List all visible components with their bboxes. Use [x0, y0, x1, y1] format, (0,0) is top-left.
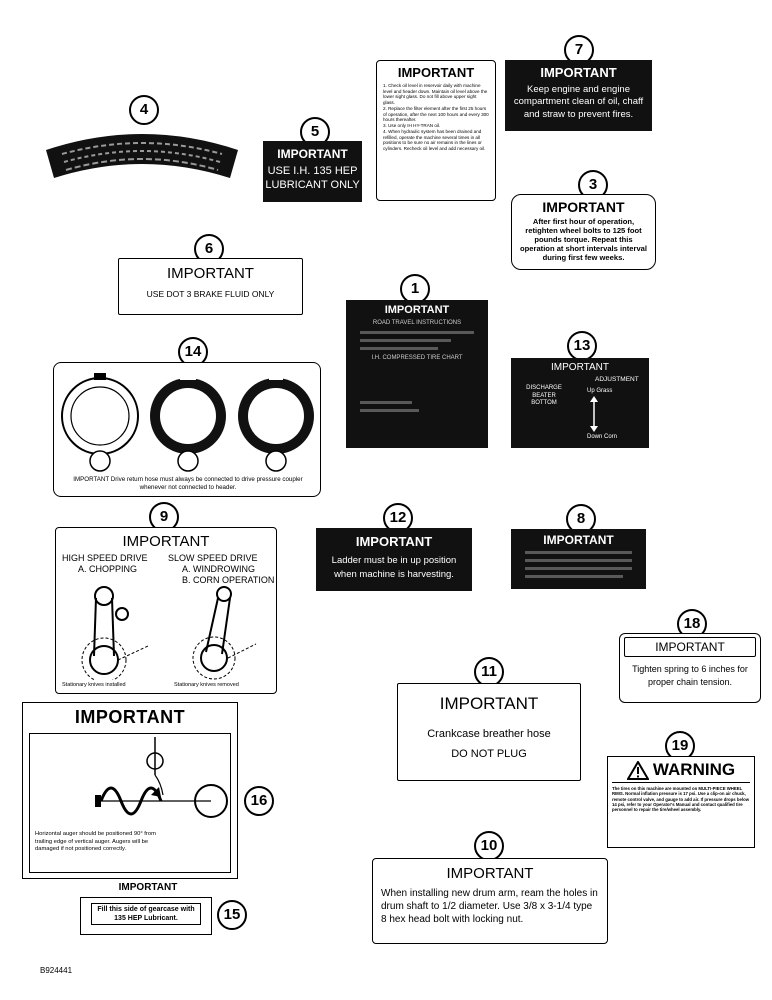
decal-10-drum-arm: IMPORTANT When installing new drum arm, …: [372, 858, 608, 944]
decal-12-ladder: IMPORTANT Ladder must be in up position …: [316, 528, 472, 591]
decal-6-title: IMPORTANT: [167, 265, 254, 282]
decal-1-title: IMPORTANT: [384, 304, 450, 316]
decal-13-title: IMPORTANT: [551, 362, 609, 373]
decal-13-discharge-label: DISCHARGE BEATER BOTTOM: [526, 385, 562, 406]
decal-7-body: Keep engine and engine compartment clean…: [513, 84, 644, 120]
figure-id: B924441: [40, 966, 73, 975]
decal-13-down-label: Down Corn: [587, 434, 618, 440]
decal-6-brake-fluid: IMPORTANT USE DOT 3 BRAKE FLUID ONLY: [118, 258, 303, 315]
decal-10-title: IMPORTANT: [446, 865, 534, 882]
drive-arms-graphic: [81, 586, 257, 680]
decal-8: IMPORTANT: [511, 529, 646, 589]
decal-hydraulic-item-1: 1. Check oil level in reservoir daily wi…: [383, 83, 488, 106]
decal-11-line2: DO NOT PLUG: [451, 748, 527, 760]
decal-15-gearcase: Fill this side of gearcase with 135 HEP …: [80, 897, 212, 935]
decal-hydraulic-item-4: 4. When hydraulic system has been draine…: [383, 128, 486, 152]
decal-16-title: IMPORTANT: [74, 707, 186, 727]
decal-6-body: USE DOT 3 BRAKE FLUID ONLY: [146, 289, 275, 299]
decal-1-sub1: ROAD TRAVEL INSTRUCTIONS: [372, 320, 462, 326]
warning-triangle-icon: [626, 760, 649, 780]
decal-14-hose-couplers: IMPORTANT Drive return hose must always …: [53, 362, 321, 497]
decal-5-line2: LUBRICANT ONLY: [265, 179, 360, 191]
decal-1-sub2: I.H. COMPRESSED TIRE CHART: [371, 355, 463, 361]
callout-10: 10: [474, 831, 504, 861]
decal-13-adjustment-label: ADJUSTMENT: [595, 376, 639, 383]
decal-12-line2: when machine is harvesting.: [334, 569, 454, 580]
decal-19-wheel-rim-warning: WARNING The tires on this machine are mo…: [607, 756, 755, 848]
decal-9-right-head: SLOW SPEED DRIVE: [168, 553, 258, 563]
decal-8-title: IMPORTANT: [543, 533, 614, 547]
decal-14-caption: IMPORTANT Drive return hose must always …: [73, 476, 303, 492]
decal-18-title: IMPORTANT: [624, 637, 756, 657]
callout-11: 11: [474, 657, 504, 687]
decal-16-auger-position: IMPORTANT Horizontal auger should be pos…: [22, 702, 238, 879]
decal-15-title: IMPORTANT: [118, 882, 178, 893]
decal-hydraulic-instructions: IMPORTANT 1. Check oil level in reservoi…: [376, 60, 496, 201]
decal-18-body: Tighten spring to 6 inches for proper ch…: [632, 664, 748, 688]
callout-19: 19: [665, 731, 695, 761]
decal-5-line1: USE I.H. 135 HEP: [267, 165, 358, 177]
decal-13-beater-adjustment: IMPORTANT ADJUSTMENT DISCHARGE BEATER BO…: [511, 358, 649, 448]
decal-12-line1: Ladder must be in up position: [331, 555, 457, 566]
decal-19-body: The tires on this machine are mounted on…: [612, 786, 750, 813]
callout-4: 4: [129, 95, 159, 125]
decal-3-body: After first hour of operation, retighten…: [519, 217, 648, 263]
decal-hydraulic-item-3: 3. Use only IH HY-TRAN oil.: [383, 123, 441, 129]
decal-11-line1: Crankcase breather hose: [427, 728, 551, 740]
decal-7-title: IMPORTANT: [540, 65, 617, 80]
coupler-gauges-graphic: [61, 373, 314, 472]
callout-1: 1: [400, 274, 430, 304]
decal-9-left-head: HIGH SPEED DRIVE: [62, 553, 148, 563]
decal-13-up-label: Up Grass: [587, 388, 613, 394]
decal-hydraulic-item-2: 2. Replace the filter element after the …: [383, 105, 489, 123]
auger-graphic: [95, 737, 228, 818]
decal-9-left-sub: A. CHOPPING: [78, 564, 138, 574]
decal-3-wheel-bolts: IMPORTANT After first hour of operation,…: [511, 194, 656, 270]
decal-9-right-caption: Stationary knives removed: [174, 682, 239, 688]
decal-3-title: IMPORTANT: [542, 199, 625, 215]
callout-13: 13: [567, 331, 597, 361]
decal-12-title: IMPORTANT: [355, 534, 433, 549]
decal-hydraulic-title: IMPORTANT: [397, 65, 475, 80]
decal-9-drive-speeds: IMPORTANT HIGH SPEED DRIVE A. CHOPPING S…: [55, 527, 277, 694]
decal-9-title: IMPORTANT: [122, 533, 210, 550]
callout-15: 15: [217, 900, 247, 930]
decal-16-caption: Horizontal auger should be positioned 90…: [35, 831, 156, 853]
decal-9-left-caption: Stationary knives installed: [62, 682, 126, 688]
decal-4-curved-label: [46, 134, 238, 178]
decal-18-chain-tension: IMPORTANT Tighten spring to 6 inches for…: [619, 633, 761, 703]
decal-9-right-sub2: B. CORN OPERATION: [182, 575, 275, 585]
decal-9-right-sub1: A. WINDROWING: [182, 564, 255, 574]
decal-5-lubricant: IMPORTANT USE I.H. 135 HEP LUBRICANT ONL…: [263, 141, 362, 202]
decal-5-title: IMPORTANT: [277, 147, 348, 161]
decal-15-body: Fill this side of gearcase with 135 HEP …: [91, 903, 201, 926]
decal-10-body: When installing new drum arm, ream the h…: [381, 888, 598, 925]
decal-1-road-travel: IMPORTANT ROAD TRAVEL INSTRUCTIONS I.H. …: [346, 300, 488, 448]
decal-7-engine-clean: IMPORTANT Keep engine and engine compart…: [505, 60, 652, 131]
decal-11-title: IMPORTANT: [439, 694, 539, 713]
double-arrow-icon: [590, 396, 598, 432]
callout-16: 16: [244, 786, 274, 816]
decal-11-breather-hose: IMPORTANT Crankcase breather hose DO NOT…: [397, 683, 581, 781]
decal-19-title: WARNING: [652, 760, 736, 779]
